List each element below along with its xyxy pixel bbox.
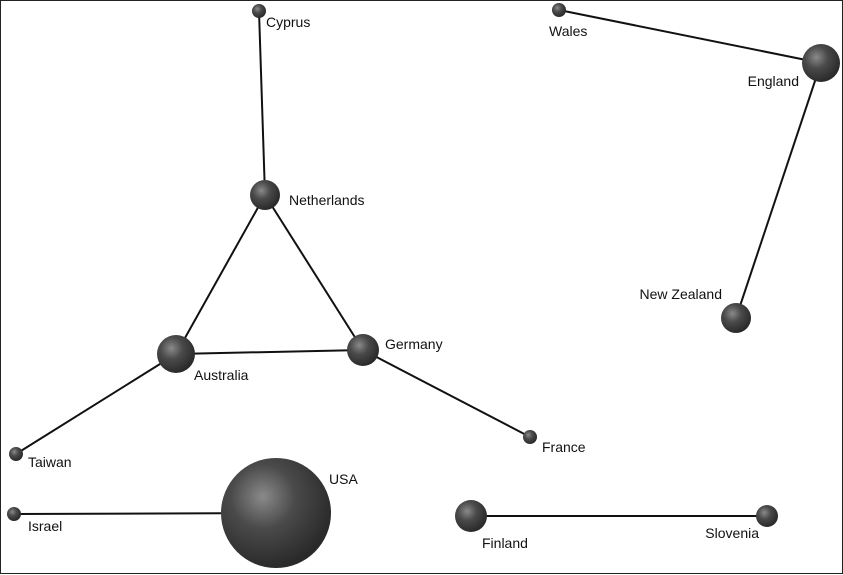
node-label-usa: USA [329,471,358,487]
edge-england-new-zealand [735,62,822,319]
edge-netherlands-australia [175,194,266,355]
node-israel[interactable] [7,507,21,521]
nodes-layer [7,3,840,568]
node-label-slovenia: Slovenia [705,525,759,541]
node-cyprus[interactable] [252,4,266,18]
node-finland[interactable] [455,500,487,532]
edge-cyprus-netherlands [258,10,266,196]
node-label-wales: Wales [549,23,587,39]
node-australia[interactable] [157,335,195,373]
node-germany[interactable] [347,334,379,366]
node-new-zealand[interactable] [721,303,751,333]
node-taiwan[interactable] [9,447,23,461]
edge-wales-england [558,9,822,64]
node-label-finland: Finland [482,535,528,551]
node-wales[interactable] [552,3,566,17]
node-label-israel: Israel [28,518,62,534]
node-label-new-zealand: New Zealand [640,286,723,302]
node-label-taiwan: Taiwan [28,454,72,470]
node-france[interactable] [523,430,537,444]
edges-layer [13,9,822,517]
node-usa[interactable] [221,458,331,568]
node-label-cyprus: Cyprus [266,14,310,30]
node-slovenia[interactable] [756,505,778,527]
node-label-england: England [748,73,799,89]
node-label-germany: Germany [385,336,443,352]
edge-netherlands-germany [264,194,364,351]
node-netherlands[interactable] [250,180,280,210]
node-label-australia: Australia [194,367,249,383]
edge-germany-france [362,349,531,438]
node-label-netherlands: Netherlands [289,192,365,208]
edge-australia-germany [175,349,364,355]
node-label-france: France [542,439,586,455]
edge-australia-taiwan [15,353,177,455]
node-england[interactable] [802,44,840,82]
